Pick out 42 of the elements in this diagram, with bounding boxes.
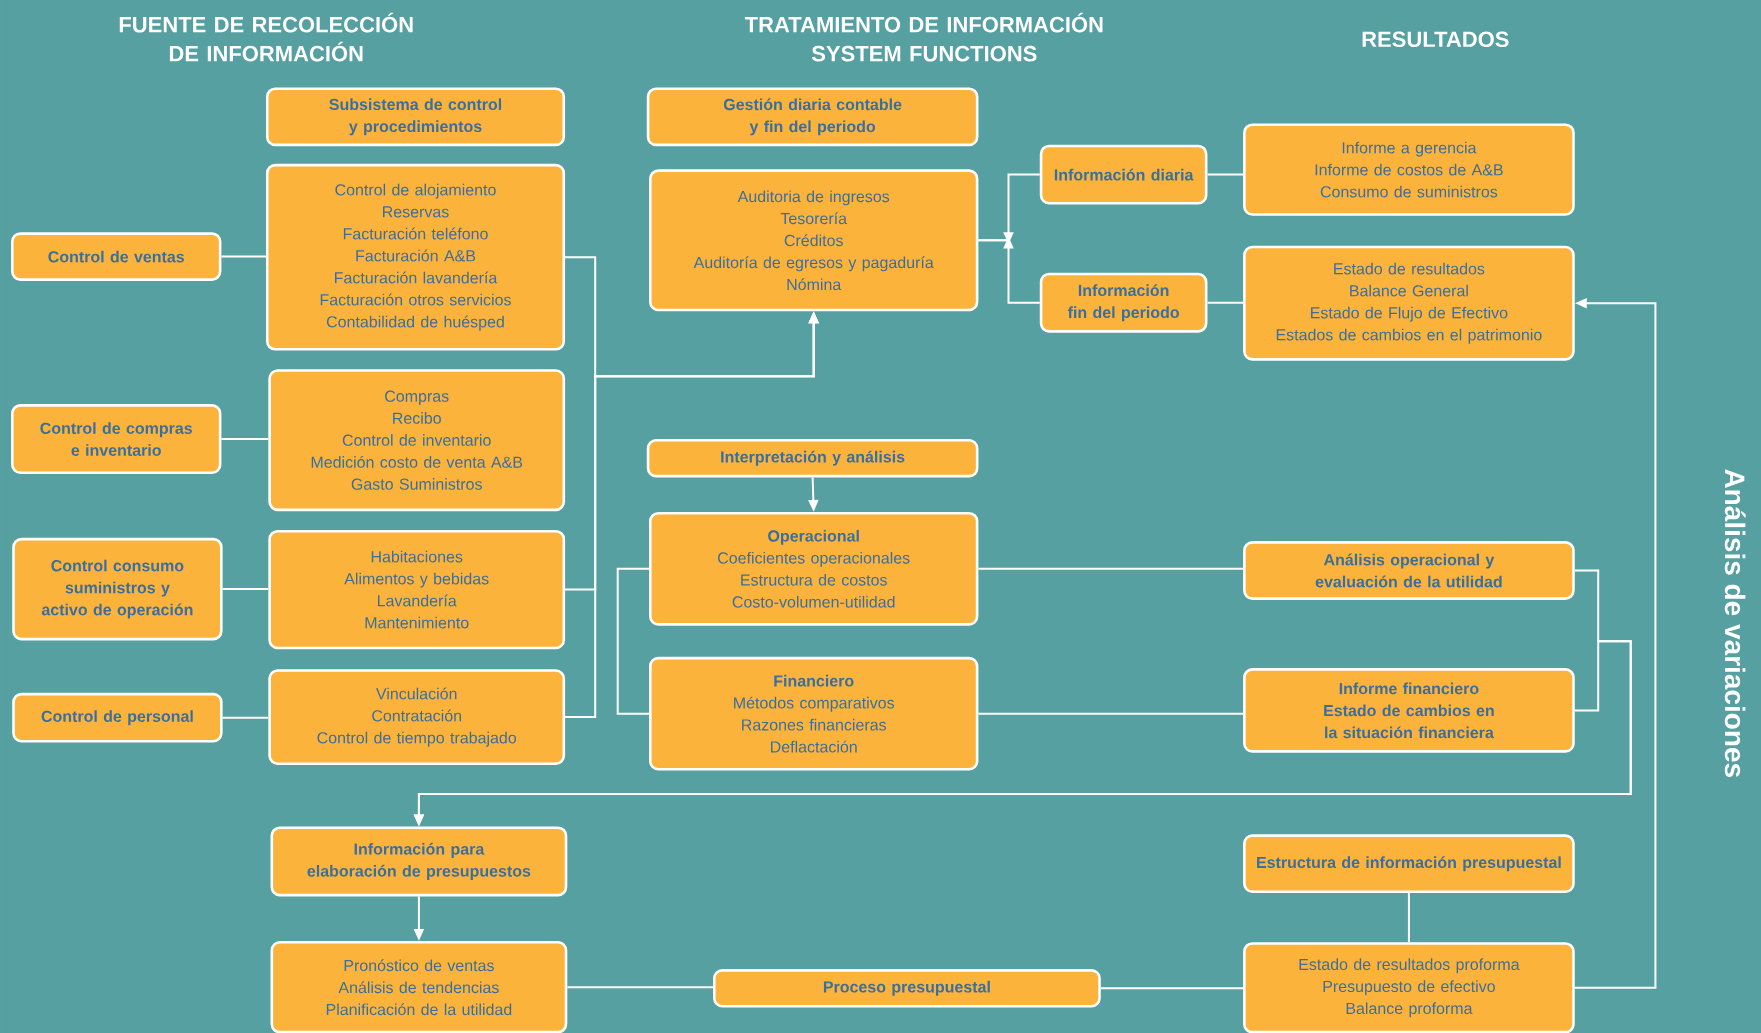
process-box: Proceso presupuestal (713, 969, 1101, 1008)
process-box: Subsistema de control y procedimientos (265, 87, 566, 147)
list-box: Pronóstico de ventas Análisis de tendencias Planificación de la utilidad (270, 941, 568, 1033)
connector-line (1206, 301, 1245, 304)
process-box: Control consumo suministros y activo de operación (12, 537, 223, 641)
connector-line (221, 588, 270, 591)
connector-line (1099, 987, 1245, 990)
connector-line (977, 712, 1245, 715)
connector-line (221, 716, 270, 719)
process-box: Análisis operacional y evaluación de la utilidad (1243, 541, 1575, 600)
list-box: Operacional Coeficientes operacionales Estructura de costos Costo-volumen-utilidad (649, 511, 979, 626)
process-box: Informe financiero Estado de cambios en la situación financiera (1243, 668, 1575, 753)
process-box: Control de personal (12, 692, 223, 743)
connector-line (566, 986, 714, 989)
list-box: Habitaciones Alimentos y bebidas Lavandería Mantenimiento (268, 529, 566, 650)
connector-line (1407, 892, 1410, 944)
process-box: Información para elaboración de presupuestos (270, 826, 568, 897)
connector-line (220, 438, 270, 441)
list-box: Informe a gerencia Informe de costos de A&B Consumo de suministros (1243, 123, 1575, 216)
process-box: Estructura de información presupuestal (1243, 834, 1575, 894)
process-box: Información diaria (1039, 144, 1208, 205)
connector-line (977, 567, 1245, 570)
list-box: Compras Recibo Control de inventario Medición costo de venta A&B Gasto Suministros (268, 369, 566, 512)
list-box: Estado de resultados proforma Presupuesto de efectivo Balance proforma (1243, 942, 1575, 1033)
side-title: Análisis de variaciones (1724, 469, 1746, 777)
column-heading: RESULTADOS (1362, 31, 1509, 48)
list-box: Auditoria de ingresos Tesorería Créditos Auditoría de egresos y pagaduría Nómina (649, 169, 979, 312)
column-heading: FUENTE DE RECOLECCIÓN DE INFORMACIÓN (119, 12, 413, 62)
connector-line (616, 567, 650, 715)
connector-line (220, 255, 267, 258)
list-box: Vinculación Contratación Control de tiempo trabajado (268, 669, 566, 765)
process-box: Gestión diaria contable y fin del periodo (646, 87, 979, 147)
process-box: Información fin del periodo (1039, 272, 1208, 333)
process-box: Control de compras e inventario (11, 404, 222, 475)
list-box: Financiero Métodos comparativos Razones financieras Deflactación (649, 656, 979, 771)
arrow (977, 232, 1041, 304)
connector-line (1206, 173, 1245, 176)
list-box: Estado de resultados Balance General Estado de Flujo de Efectivo Estados de cambios en el patrimonio (1243, 245, 1575, 361)
list-box: Control de alojamiento Reservas Facturación teléfono Facturación A&B Facturación lavandería Facturación otros servicios Contabilidad de huésped (265, 163, 566, 351)
process-box: Control de ventas (11, 232, 222, 281)
process-box: Interpretación y análisis (646, 438, 979, 478)
column-heading: TRATAMIENTO DE INFORMACIÓN SYSTEM FUNCTIONS (744, 12, 1103, 62)
